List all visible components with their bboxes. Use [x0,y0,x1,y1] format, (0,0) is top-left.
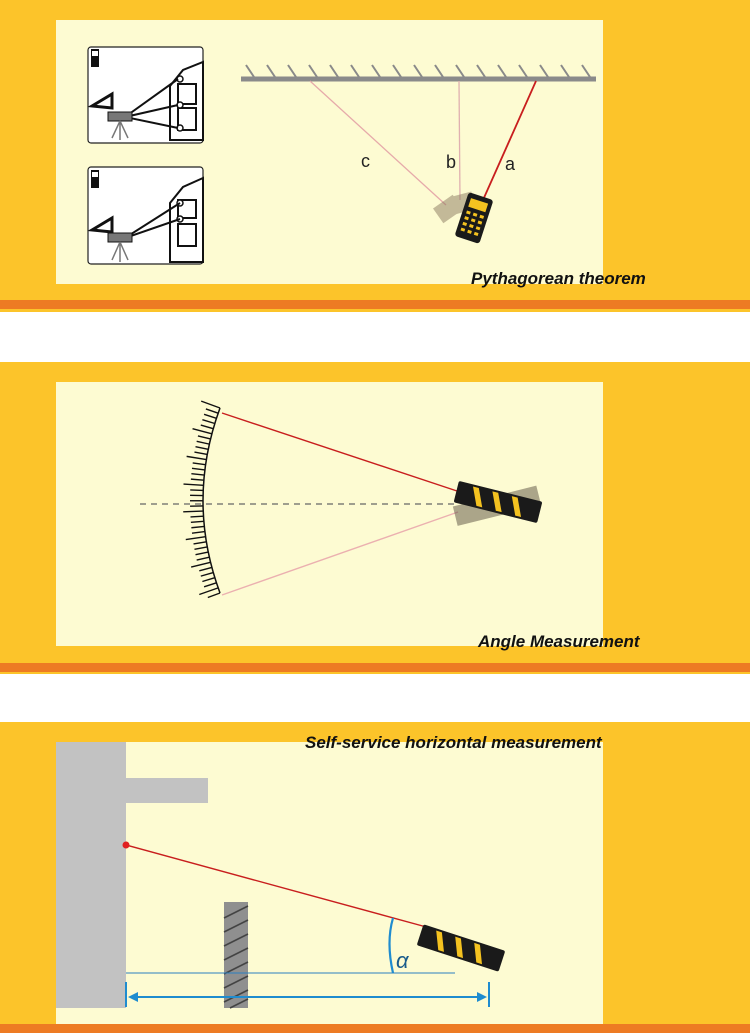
angle-arc [388,917,395,974]
set-square-icon [87,91,114,110]
protractor-scale-icon [183,400,221,599]
set-square-icon [87,215,114,234]
scale-tick [197,435,211,440]
scale-tick [191,467,205,471]
angle-caption: Angle Measurement [478,632,640,651]
thumbnail-top [87,46,204,144]
wall-ledge [126,778,208,803]
ceiling-hatch-icon [241,64,596,82]
label-c: c [361,151,370,171]
scale-tick [192,428,213,435]
scale-tick [193,541,207,545]
beam-lower [221,511,459,596]
tripod-icon [107,232,133,262]
horizontal-diagram: α [56,742,505,1009]
laser-beam [125,844,431,929]
scale-tick [190,515,204,518]
scale-tick [207,592,221,599]
alpha-label: α [396,948,410,973]
scale-tick [194,451,208,456]
wall [56,742,126,1008]
laser-meter-icon [455,192,493,244]
scale-tick [199,566,213,572]
laser-dot [122,841,130,849]
scale-tick [190,478,204,481]
scale-tick [186,455,207,461]
scale-tick [191,525,205,529]
laser-meter-icon [454,481,542,523]
scale-tick [195,446,209,450]
scale-tick [200,424,214,430]
scale-tick [185,535,206,541]
scale-tick [203,582,217,588]
label-a: a [505,154,516,174]
label-b: b [446,152,456,172]
horizontal-panel: α Self-service horizontal measurement [0,722,750,1033]
scale-tick [199,587,219,596]
panel-stripe [0,1024,750,1033]
scale-tick [196,440,210,445]
laser-meter-icon [91,170,99,188]
panel-stripe [0,300,750,309]
pythagorean-panel: c b a Pythagorean theorem [0,0,750,312]
protractor-arc [202,407,221,594]
pythagorean-diagram: c b a [87,46,596,265]
scale-tick [190,489,204,492]
scale-tick [205,408,219,414]
tripod-icon [107,111,133,140]
scale-tick [190,561,211,568]
scale-tick [203,413,217,419]
scale-tick [190,520,204,524]
scale-tick [192,462,206,466]
scale-tick [183,483,204,487]
laser-meter-icon [417,924,505,972]
panel-stripe [0,663,750,672]
scale-tick [183,510,204,513]
scale-tick [202,576,216,583]
angle-panel: Angle Measurement [0,362,750,674]
beam-upper [221,412,461,493]
scale-tick [191,473,205,476]
distance-arrow [125,982,490,1007]
beam-a [482,80,537,201]
pythagorean-caption: Pythagorean theorem [471,269,646,288]
scale-tick [191,530,205,534]
laser-meter-icon [91,49,99,67]
beam-c [309,80,447,206]
measure-rays [124,78,179,129]
scale-tick [196,556,210,561]
scale-tick [200,400,221,409]
thumbnail-bottom [87,166,204,265]
angle-diagram [140,400,542,599]
scale-tick [194,546,208,550]
scale-tick [200,571,214,577]
scale-tick [195,551,209,556]
horizontal-caption: Self-service horizontal measurement [305,733,602,752]
scale-tick [202,419,216,425]
beam-b [458,80,461,201]
obstacle-post [224,902,248,1008]
measure-rays [124,202,181,239]
